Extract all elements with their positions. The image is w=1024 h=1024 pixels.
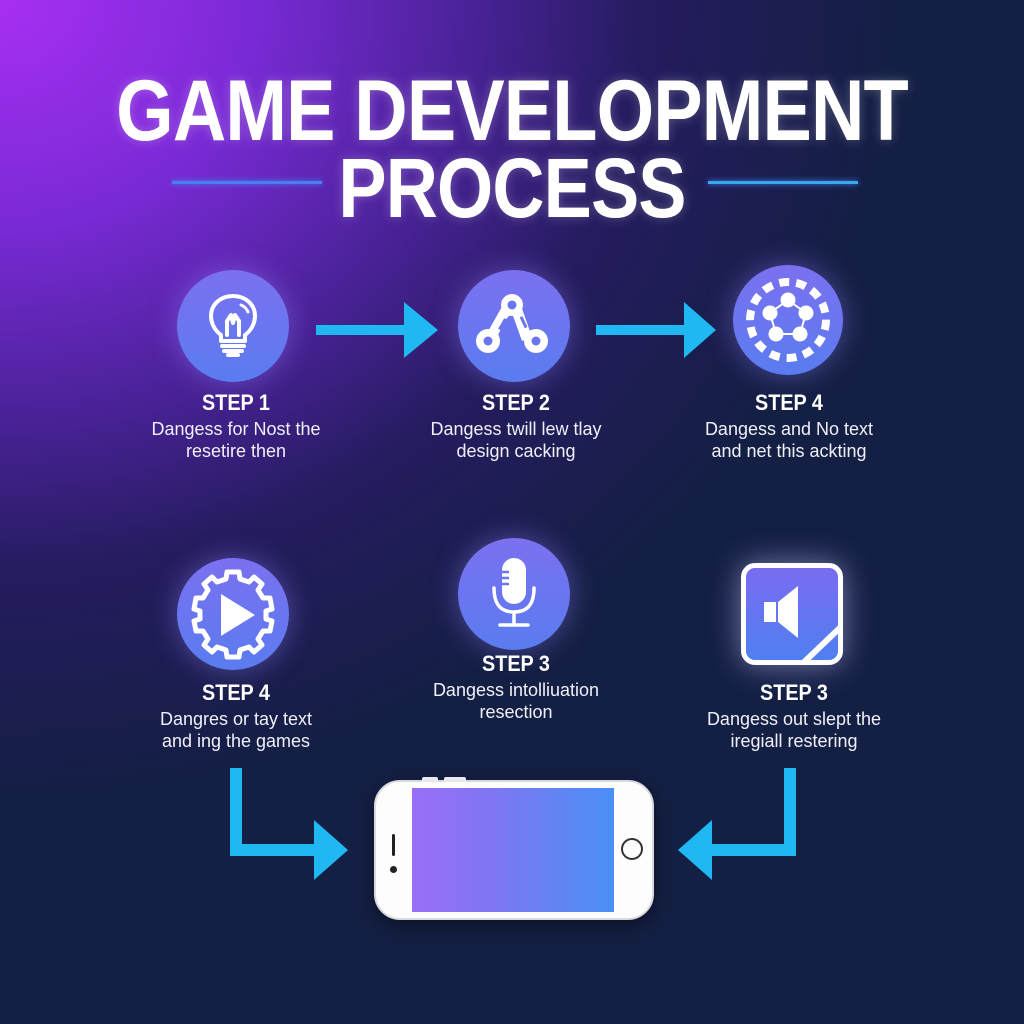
phone-speaker-slot	[392, 834, 395, 856]
page-title-line2: PROCESS	[338, 141, 686, 235]
linked-nodes-icon	[476, 294, 548, 353]
phone-home-button	[621, 838, 643, 860]
step-3-label: STEP 4	[755, 390, 823, 415]
step-4-desc-line2: and ing the games	[161, 731, 311, 751]
step-1-desc-line1: Dangess for Nost the	[151, 419, 321, 439]
step-1-icon-badge	[177, 270, 289, 382]
arrow-right-2-to-3	[596, 302, 716, 358]
step-3-desc-line2: and net this ackting	[711, 441, 867, 461]
arrow-down-left-to-device	[678, 768, 796, 880]
smartphone-landscape-icon	[374, 777, 654, 920]
step-6-desc-line2: iregiall restering	[730, 731, 858, 751]
step-5-desc-line1: Dangess intolliuation	[432, 680, 600, 700]
step-2-icon-badge	[458, 270, 570, 382]
gear-play-icon	[191, 569, 275, 660]
step-2-desc-line2: design cacking	[456, 441, 576, 461]
step-3-icon-badge	[733, 265, 843, 375]
phone-screen	[412, 788, 614, 912]
step-4-icon-badge	[177, 558, 289, 670]
step-4-label: STEP 4	[202, 680, 270, 705]
step-5-label: STEP 3	[482, 651, 550, 676]
step-2-label: STEP 2	[482, 390, 550, 415]
lightbulb-icon	[209, 294, 257, 357]
step-2-desc-line1: Dangess twill lew tlay	[430, 419, 602, 439]
step-6-label: STEP 3	[760, 680, 828, 705]
step-5-card: STEP 3 Dangess intolliuation resection	[386, 651, 646, 723]
step-6-desc-line1: Dangess out slept the	[706, 709, 882, 729]
speaker-icon	[764, 586, 838, 660]
step-2-card: STEP 2 Dangess twill lew tlay design cac…	[386, 390, 646, 462]
page-title-line1: GAME DEVELOPMENT	[116, 63, 909, 159]
arrow-right-1-to-2	[316, 302, 438, 358]
arrow-down-right-to-device	[230, 768, 348, 880]
network-ring-icon	[746, 278, 830, 362]
step-5-desc-line2: resection	[479, 702, 553, 722]
phone-camera-dot	[390, 866, 397, 873]
title-divider-left	[172, 181, 322, 184]
microphone-icon	[492, 558, 536, 627]
step-1-desc-line2: resetire then	[185, 441, 287, 461]
step-1-label: STEP 1	[202, 390, 270, 415]
step-1-card: STEP 1 Dangess for Nost the resetire the…	[106, 390, 366, 462]
step-6-card: STEP 3 Dangess out slept the iregiall re…	[664, 680, 924, 752]
phone-button-top-2	[444, 777, 466, 782]
phone-button-top-1	[422, 777, 438, 782]
step-4-desc-line1: Dangres or tay text	[159, 709, 313, 729]
step-3-card: STEP 4 Dangess and No text and net this …	[659, 390, 919, 462]
title-divider-right	[708, 181, 858, 184]
step-6-icon-badge	[741, 563, 843, 665]
step-5-icon-badge	[458, 538, 570, 650]
step-3-desc-line1: Dangess and No text	[704, 419, 874, 439]
step-4-card: STEP 4 Dangres or tay text and ing the g…	[106, 680, 366, 752]
